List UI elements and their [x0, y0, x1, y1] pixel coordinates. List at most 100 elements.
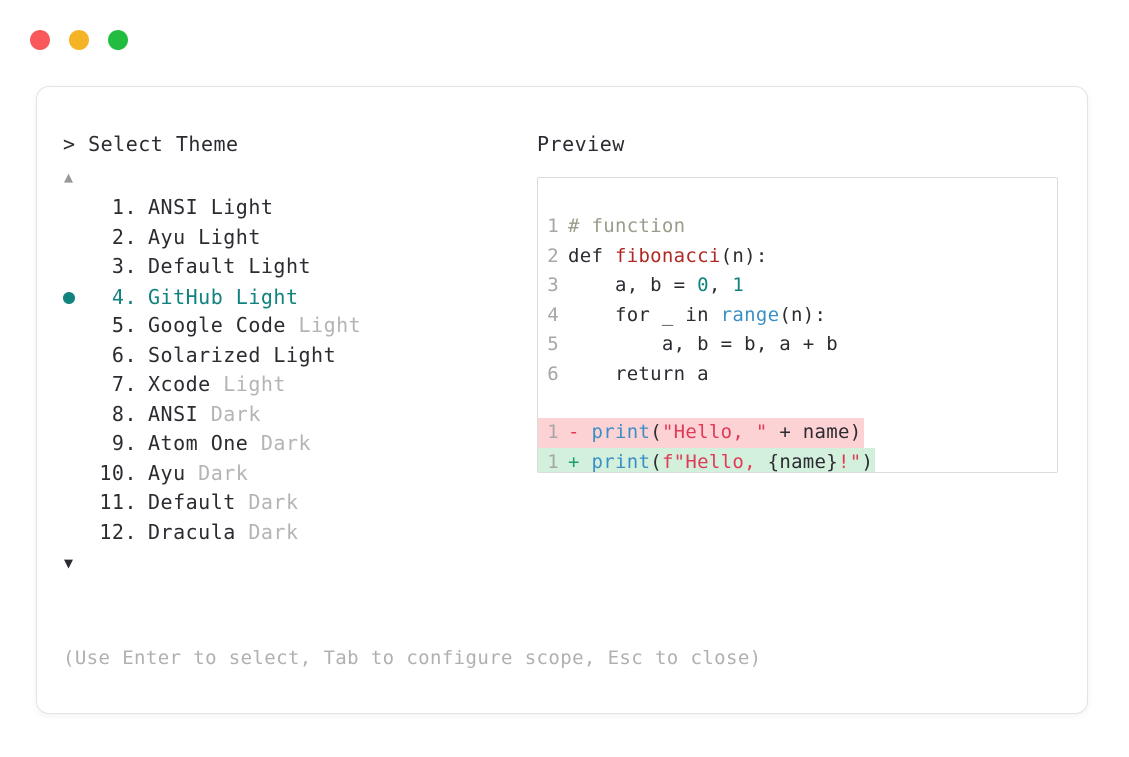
code-token: {name} — [767, 450, 839, 473]
code-line-number: 2 — [547, 244, 559, 267]
theme-item-name: ANSI — [148, 401, 211, 426]
code-token: f"Hello, — [661, 450, 768, 473]
theme-item-variant: Dark — [248, 519, 299, 544]
code-line-text: # function — [568, 212, 685, 242]
code-token: , — [708, 274, 733, 296]
theme-item-variant: Light — [235, 284, 299, 309]
diff-line-add: 1+ print(f"Hello, {name}!") — [538, 447, 1057, 473]
code-line: 3 a, b = 0, 1 — [538, 271, 1057, 301]
close-window-button[interactable] — [30, 30, 50, 50]
theme-item-name: Atom One — [148, 431, 261, 455]
window-traffic-lights — [30, 30, 128, 50]
code-token: print — [591, 421, 651, 443]
diff-marker-icon: + — [568, 450, 592, 473]
theme-list-item[interactable]: 1. ANSI Light — [63, 195, 533, 225]
theme-item-variant: Light — [210, 195, 274, 219]
theme-list-item[interactable]: 5. Google Code Light — [63, 313, 533, 343]
code-token: # function — [568, 215, 686, 237]
theme-item-name: Ayu — [148, 460, 199, 485]
theme-list-item[interactable]: 7.Xcode Light — [63, 372, 533, 402]
theme-item-variant: Light — [273, 342, 337, 367]
code-token: (n): — [720, 244, 768, 267]
diff-line-text: - print("Hello, " + name) — [568, 418, 864, 448]
code-token: !" — [838, 450, 862, 473]
theme-list-item[interactable]: 4. GitHub Light — [63, 284, 533, 314]
code-token: ) — [861, 450, 874, 473]
theme-item-variant: Dark — [198, 460, 249, 485]
theme-item-name: GitHub — [148, 284, 236, 309]
code-token: ( — [650, 421, 662, 443]
selected-bullet-icon — [63, 284, 91, 314]
theme-item-variant: Light — [223, 372, 286, 396]
theme-item-number: 8. — [111, 401, 137, 426]
theme-item-name: Default — [148, 490, 249, 514]
code-line-text: a, b = b, a + b — [568, 330, 838, 360]
code-line-text: for _ in range(n): — [568, 301, 826, 331]
theme-item-name: Default — [148, 254, 249, 278]
select-theme-prompt: > Select Theme — [63, 132, 239, 156]
code-token: (n): — [779, 303, 827, 326]
diff-sample: 1- print("Hello, " + name)1+ print(f"Hel… — [538, 418, 1057, 473]
code-line-text: a, b = 0, 1 — [568, 271, 744, 301]
theme-item-number: 2. — [111, 224, 137, 249]
code-token: a, b = b, a + b — [568, 333, 838, 355]
code-token: for _ in — [568, 303, 721, 326]
code-line-number: 4 — [547, 303, 559, 326]
theme-list-item[interactable]: 3. Default Light — [63, 254, 533, 284]
code-token: "Hello, " — [661, 421, 768, 443]
diff-marker-icon: - — [568, 421, 592, 443]
theme-item-variant: Dark — [248, 490, 299, 514]
scroll-up-arrow-icon[interactable]: ▲ — [64, 168, 74, 186]
theme-list-item[interactable]: 11. Default Dark — [63, 490, 533, 520]
preview-title: Preview — [537, 132, 625, 156]
code-spacer — [538, 389, 1057, 418]
code-line-number: 3 — [547, 274, 559, 296]
theme-item-name: Dracula — [148, 519, 249, 544]
theme-selector-card: > Select Theme ▲ 1. ANSI Light 2. Ayu Light… — [36, 86, 1088, 714]
selection-dot-icon — [63, 291, 75, 304]
code-line: 6 return a — [538, 360, 1057, 390]
theme-item-name: Solarized — [148, 342, 274, 367]
code-line-number: 5 — [547, 333, 559, 355]
theme-item-number: 5. — [111, 313, 137, 337]
code-token: 0 — [697, 274, 709, 296]
theme-item-number: 11. — [99, 490, 137, 514]
code-token: print — [591, 450, 651, 473]
diff-line-number: 1 — [538, 447, 568, 472]
theme-item-variant: Light — [198, 224, 261, 249]
theme-item-name: Ayu — [148, 224, 199, 249]
theme-item-number: 10. — [99, 460, 137, 485]
theme-list-item[interactable]: 8. ANSI Dark — [63, 402, 533, 432]
code-line: 5 a, b = b, a + b — [538, 330, 1057, 360]
code-token: + name) — [767, 421, 862, 443]
theme-item-variant: Light — [248, 254, 312, 278]
theme-list-item[interactable]: 12. Dracula Dark — [63, 520, 533, 550]
theme-item-number: 3. — [111, 254, 137, 278]
maximize-window-button[interactable] — [108, 30, 128, 50]
theme-list-item[interactable]: 2. Ayu Light — [63, 225, 533, 255]
theme-item-variant: Dark — [210, 401, 261, 426]
minimize-window-button[interactable] — [69, 30, 89, 50]
code-token: a, b = — [568, 274, 698, 296]
code-line: 1 # function — [538, 212, 1057, 242]
theme-item-number: 1. — [111, 195, 137, 219]
code-token: return a — [568, 362, 709, 385]
theme-item-number: 12. — [99, 519, 137, 544]
theme-item-number: 6. — [111, 342, 137, 367]
theme-list-item[interactable]: 6. Solarized Light — [63, 343, 533, 373]
theme-item-name: ANSI — [148, 195, 211, 219]
code-line-number: 1 — [547, 215, 559, 237]
theme-list-item[interactable]: 9.Atom One Dark — [63, 431, 533, 461]
theme-selector-panel: > Select Theme ▲ 1. ANSI Light 2. Ayu Light… — [63, 133, 533, 573]
scroll-down-arrow-icon[interactable]: ▼ — [64, 554, 74, 572]
theme-item-number: 4. — [111, 284, 137, 309]
code-token: 1 — [732, 274, 745, 296]
theme-list-item[interactable]: 10. Ayu Dark — [63, 461, 533, 491]
theme-item-name: Google Code — [148, 313, 299, 337]
diff-line-del: 1- print("Hello, " + name) — [538, 418, 1057, 448]
theme-item-variant: Light — [298, 313, 362, 337]
